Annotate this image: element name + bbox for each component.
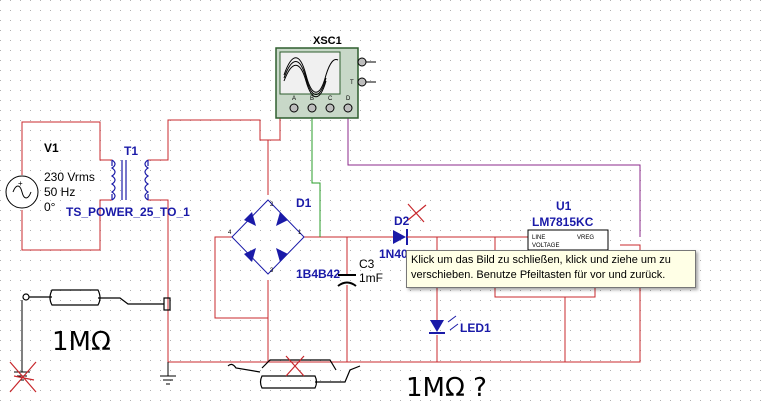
bridge-pin-2: 2 — [270, 202, 274, 208]
ac-source-v1[interactable]: + — [5, 175, 39, 209]
capacitor-value: 1mF — [359, 271, 383, 285]
bridge-diode-2 — [276, 212, 288, 226]
bridge-pin-4: 4 — [228, 230, 232, 236]
handwritten-note-bottom: 1MΩ ? — [406, 373, 487, 403]
bridge-pin-1: 1 — [298, 230, 302, 236]
transformer-t1[interactable] — [110, 159, 150, 201]
scope-label-a: A — [292, 96, 296, 102]
regulator-pin-voltage: VOLTAGE — [532, 243, 559, 249]
wire-green — [311, 110, 321, 237]
scope-label-b: B — [310, 96, 314, 102]
transformer-ref: T1 — [124, 144, 138, 158]
scope-terminal-b[interactable] — [307, 103, 317, 113]
oscilloscope-ref: XSC1 — [313, 35, 342, 47]
regulator-pin-line: LINE — [532, 235, 545, 241]
handdrawn-resistor-top — [22, 289, 171, 311]
transformer-model: TS_POWER_25_TO_1 — [66, 205, 190, 219]
capacitor-ref: C3 — [359, 257, 375, 271]
scope-label-t: T — [350, 80, 354, 86]
regulator-u1[interactable]: LINE VOLTAGE VREG — [527, 229, 609, 251]
led-ref: LED1 — [460, 321, 491, 335]
source-ref: V1 — [44, 141, 59, 155]
bridge-diode-4 — [276, 248, 288, 262]
ground-scribble — [9, 361, 37, 393]
scope-label-d: D — [346, 96, 351, 102]
bridge-model: 1B4B42 — [296, 267, 340, 281]
diode-d2[interactable] — [385, 229, 412, 245]
resistor-scribble — [285, 355, 305, 377]
svg-text:+: + — [18, 179, 23, 188]
bridge-ref: D1 — [296, 196, 312, 210]
regulator-pin-vreg: VREG — [577, 235, 594, 241]
regulator-ref: U1 — [556, 199, 572, 213]
image-viewer-tooltip[interactable]: Klick um das Bild zu schließen, klick un… — [406, 250, 696, 288]
scope-terminal-a[interactable] — [289, 103, 299, 113]
scope-label-c: C — [328, 96, 333, 102]
bridge-diode-1 — [244, 212, 256, 226]
scope-terminal-c[interactable] — [325, 103, 335, 113]
wire-purple — [347, 110, 641, 237]
oscilloscope-xsc1[interactable]: T A B C D — [275, 47, 376, 119]
diode-model: 1N40 — [379, 247, 408, 261]
diode-ref: D2 — [394, 214, 410, 228]
diode-scribble — [407, 203, 427, 223]
scope-terminal-d[interactable] — [343, 103, 353, 113]
handwritten-note-top: 1MΩ — [52, 327, 111, 357]
source-phase: 0° — [44, 200, 56, 214]
waveform-icon — [283, 57, 339, 93]
bridge-diode-3 — [244, 248, 256, 262]
source-voltage: 230 Vrms — [44, 170, 95, 184]
scope-terminal-ext[interactable] — [357, 57, 367, 67]
capacitor-c3[interactable] — [337, 274, 357, 287]
ground-symbol-rail — [160, 362, 176, 385]
source-frequency: 50 Hz — [44, 185, 75, 199]
led-1[interactable] — [429, 315, 459, 334]
regulator-model: LM7815KC — [532, 215, 594, 229]
scope-terminal-t[interactable] — [357, 77, 367, 87]
tooltip-text: Klick um das Bild zu schließen, klick un… — [411, 254, 671, 281]
bridge-pin-3: 3 — [270, 268, 274, 274]
bridge-rectifier-d1[interactable]: 2 1 4 3 — [228, 199, 305, 275]
